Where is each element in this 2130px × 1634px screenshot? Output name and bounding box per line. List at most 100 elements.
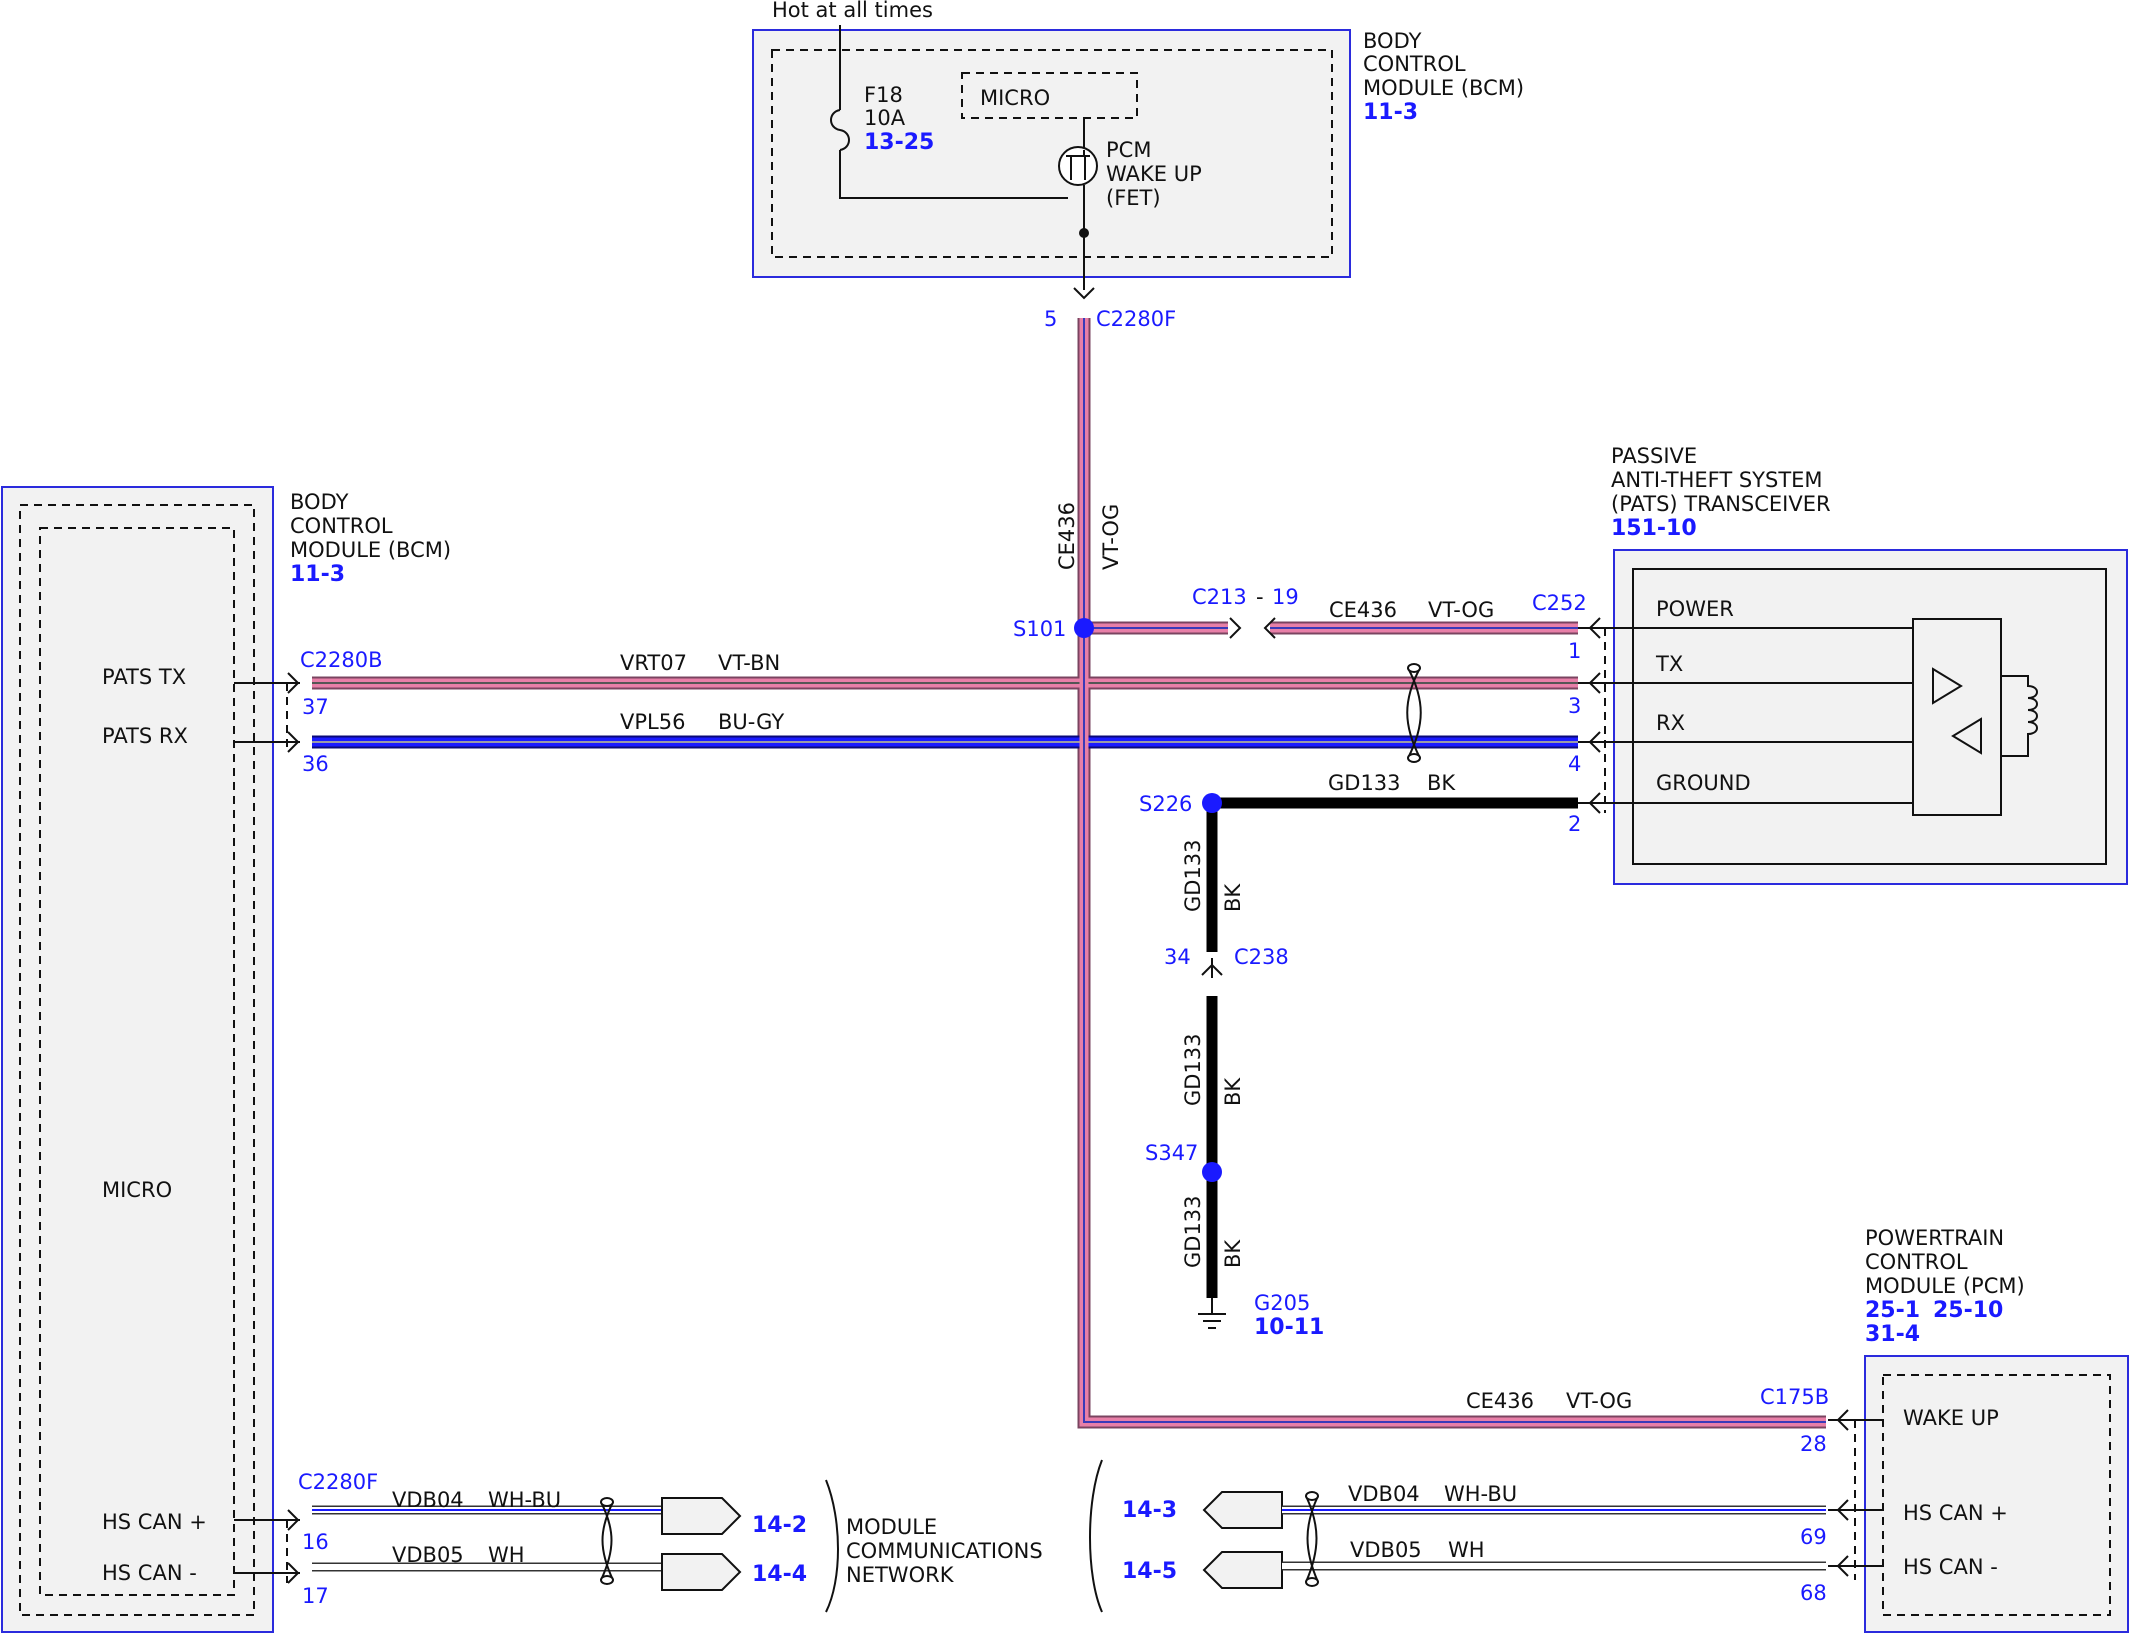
pats-title-2: ANTI-THEFT SYSTEM	[1611, 468, 1823, 492]
wire-gd133	[1206, 797, 1578, 1298]
pcm-title-2: CONTROL	[1865, 1250, 1968, 1274]
bcm-left-title-1: BODY	[290, 490, 349, 514]
g205-ref: 10-11	[1254, 1315, 1324, 1340]
s101-label: S101	[1013, 617, 1066, 641]
offpage-connector-14-3[interactable]	[1202, 1491, 1283, 1529]
offpage-connector-14-4[interactable]	[661, 1553, 742, 1591]
pats-title-3: (PATS) TRANSCEIVER	[1611, 492, 1831, 516]
vdb04-left-color: WH-BU	[488, 1488, 561, 1512]
c175b-pin-28: 28	[1800, 1432, 1827, 1456]
micro-box-top	[961, 72, 1138, 119]
pcm-box	[1864, 1355, 2129, 1633]
bcm-top-title-3: MODULE (BCM)	[1363, 76, 1524, 100]
gd133-v2-color: BK	[1221, 1077, 1245, 1106]
bcm-left-title-3: MODULE (BCM)	[290, 538, 451, 562]
pin-16: 16	[302, 1530, 329, 1554]
pcm-dashed-boundary	[1882, 1374, 2111, 1616]
junction-dot	[1079, 228, 1089, 238]
bcm-left-pin-stubs	[234, 682, 300, 1574]
pcm-hs-can-plus-label: HS CAN +	[1903, 1501, 2008, 1525]
c175b-pin-69: 69	[1800, 1525, 1827, 1549]
c252-pin-4: 4	[1568, 752, 1581, 776]
pats-title-1: PASSIVE	[1611, 444, 1697, 468]
vdb05-left-circuit: VDB05	[392, 1543, 464, 1567]
supply-label: Hot at all times	[772, 0, 933, 22]
fuse-ref: 13-25	[864, 130, 934, 155]
ref-14-2[interactable]: 14-2	[752, 1513, 807, 1538]
ce436-pats-color: VT-OG	[1428, 598, 1494, 622]
s347-label: S347	[1145, 1141, 1198, 1165]
vdb04-right-color: WH-BU	[1444, 1482, 1517, 1506]
vdb04-right-circuit: VDB04	[1348, 1482, 1420, 1506]
micro-label-left: MICRO	[102, 1178, 172, 1202]
c213-connector-arrows	[1229, 617, 1276, 639]
c238-pin: 34	[1164, 945, 1191, 969]
bcm-left-module: BODY CONTROL MODULE (BCM) 11-3 PATS TX P…	[1, 486, 451, 1633]
splice-s347	[1202, 1162, 1222, 1182]
s226-label: S226	[1139, 792, 1192, 816]
pats-internal-wires	[1612, 627, 1913, 804]
fet-label-2: WAKE UP	[1106, 162, 1202, 186]
pcm-wake-up-label: WAKE UP	[1903, 1406, 1999, 1430]
pats-pin-stubs	[1578, 627, 1612, 804]
gd133-v3-circuit: GD133	[1181, 1195, 1205, 1268]
gd133-v1-color: BK	[1221, 883, 1245, 912]
c252-pin-1: 1	[1568, 639, 1581, 663]
pcm-title-3: MODULE (PCM)	[1865, 1274, 2025, 1298]
fet-label-1: PCM	[1106, 138, 1151, 162]
bcm-left-dashed-inner	[39, 527, 235, 1596]
bcm-top-dashed-boundary	[771, 49, 1333, 258]
offpage-connector-14-2[interactable]	[661, 1497, 742, 1535]
hs-can-plus-label-left: HS CAN +	[102, 1510, 207, 1534]
pcm-module: POWERTRAIN CONTROL MODULE (PCM) 25-1 25-…	[1760, 1226, 2129, 1633]
twisted-pair-can-left-icon	[600, 1501, 614, 1581]
ref-14-3[interactable]: 14-3	[1122, 1498, 1177, 1523]
micro-label-top: MICRO	[980, 86, 1050, 110]
pats-rx-label: PATS RX	[102, 724, 188, 748]
bcm-left-title-2: CONTROL	[290, 514, 393, 538]
mcn-label-2: COMMUNICATIONS	[846, 1539, 1043, 1563]
pats-pin-label-power: POWER	[1656, 597, 1734, 621]
mcn-label-3: NETWORK	[846, 1563, 955, 1587]
vdb05-right-circuit: VDB05	[1350, 1538, 1422, 1562]
bcm-top-box	[752, 29, 1351, 278]
offpage-connector-14-5[interactable]	[1202, 1551, 1283, 1589]
vrt07-color: VT-BN	[718, 651, 780, 675]
pcm-ref-1: 25-1	[1865, 1298, 1920, 1323]
c175b-label: C175B	[1760, 1385, 1829, 1409]
c213-label: C213	[1192, 585, 1247, 609]
pin-36: 36	[302, 752, 329, 776]
pats-ref: 151-10	[1611, 516, 1697, 541]
g205-label: G205	[1254, 1291, 1310, 1315]
ref-14-5[interactable]: 14-5	[1122, 1559, 1177, 1584]
hs-can-minus-label-left: HS CAN -	[102, 1561, 197, 1585]
mcn-label-1: MODULE	[846, 1515, 937, 1539]
vdb04-left-circuit: VDB04	[392, 1488, 464, 1512]
bcm-left-ref: 11-3	[290, 562, 345, 587]
ce436-pcm-circuit: CE436	[1466, 1389, 1534, 1413]
pats-transceiver-module: PASSIVE ANTI-THEFT SYSTEM (PATS) TRANSCE…	[1532, 444, 2128, 885]
ref-14-4[interactable]: 14-4	[752, 1562, 807, 1587]
pats-pin-label-rx: RX	[1656, 711, 1685, 735]
fet-label-3: (FET)	[1106, 186, 1161, 210]
bcm-top-title-1: BODY	[1363, 29, 1422, 53]
c2280b-label: C2280B	[300, 648, 383, 672]
vdb05-right-color: WH	[1448, 1538, 1485, 1562]
gd133-v1-circuit: GD133	[1181, 839, 1205, 912]
c2280f-bottom-label: C2280F	[298, 1470, 378, 1494]
pin-37: 37	[302, 695, 329, 719]
pcm-title-1: POWERTRAIN	[1865, 1226, 2004, 1250]
c252-label: C252	[1532, 591, 1587, 615]
gd133-horizontal-color: BK	[1427, 771, 1456, 795]
ce436-pcm-color: VT-OG	[1566, 1389, 1632, 1413]
ground-icon	[1198, 1298, 1226, 1329]
gd133-v3-color: BK	[1221, 1239, 1245, 1268]
c252-connector-arrows	[1588, 617, 1601, 814]
rx-receiver-icon	[1951, 717, 1982, 755]
fet-icon	[1058, 146, 1098, 186]
pcm-ref-3: 31-4	[1865, 1322, 1920, 1347]
pcm-ref-2: 25-10	[1933, 1298, 2003, 1323]
c213-pin: 19	[1272, 585, 1299, 609]
c252-pin-2: 2	[1568, 812, 1581, 836]
